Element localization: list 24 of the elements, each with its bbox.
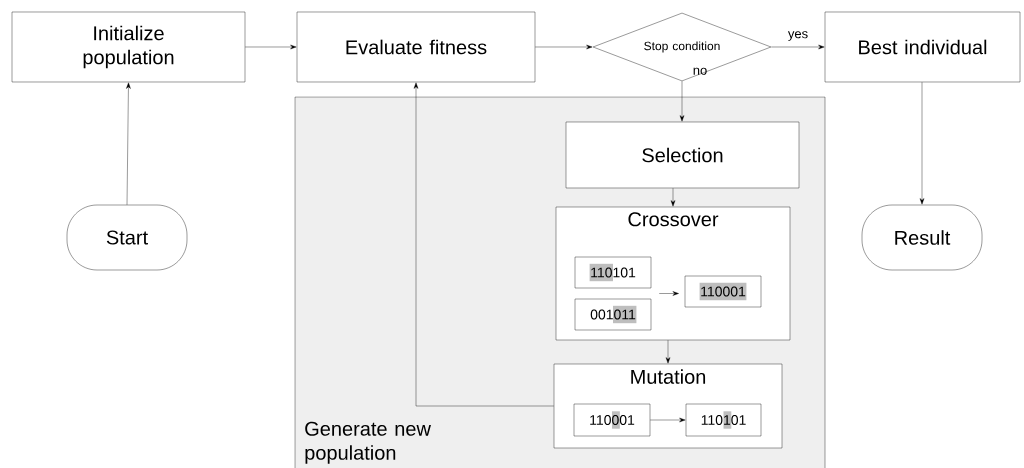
- arrow: [679, 81, 685, 122]
- process-box: Best individual: [824, 11, 1021, 83]
- arrow: [650, 417, 686, 423]
- edge-label: yes: [787, 31, 808, 41]
- arrow: [665, 340, 671, 364]
- bit-string-box: 110001: [684, 275, 762, 308]
- edge-label: no: [693, 67, 707, 75]
- arrow: [535, 44, 593, 50]
- process-box: Evaluate fitness: [296, 11, 536, 83]
- arrow: [245, 44, 297, 50]
- process-box: Initialize population: [11, 11, 246, 83]
- bit-string-box: 110101: [685, 403, 762, 437]
- arrow: [670, 188, 676, 207]
- process-box: Selection: [565, 121, 800, 189]
- arrow: [771, 44, 825, 50]
- arrow: [413, 82, 554, 407]
- arrow: [919, 82, 925, 205]
- arrow: [659, 291, 679, 296]
- terminal-box: Result: [861, 204, 983, 271]
- bit-string-box: 001011: [574, 298, 652, 331]
- arrow: [126, 82, 131, 205]
- terminal-box: Start: [66, 204, 188, 271]
- bit-string-box: 110001: [573, 403, 651, 437]
- bit-string-box: 110101: [574, 256, 652, 289]
